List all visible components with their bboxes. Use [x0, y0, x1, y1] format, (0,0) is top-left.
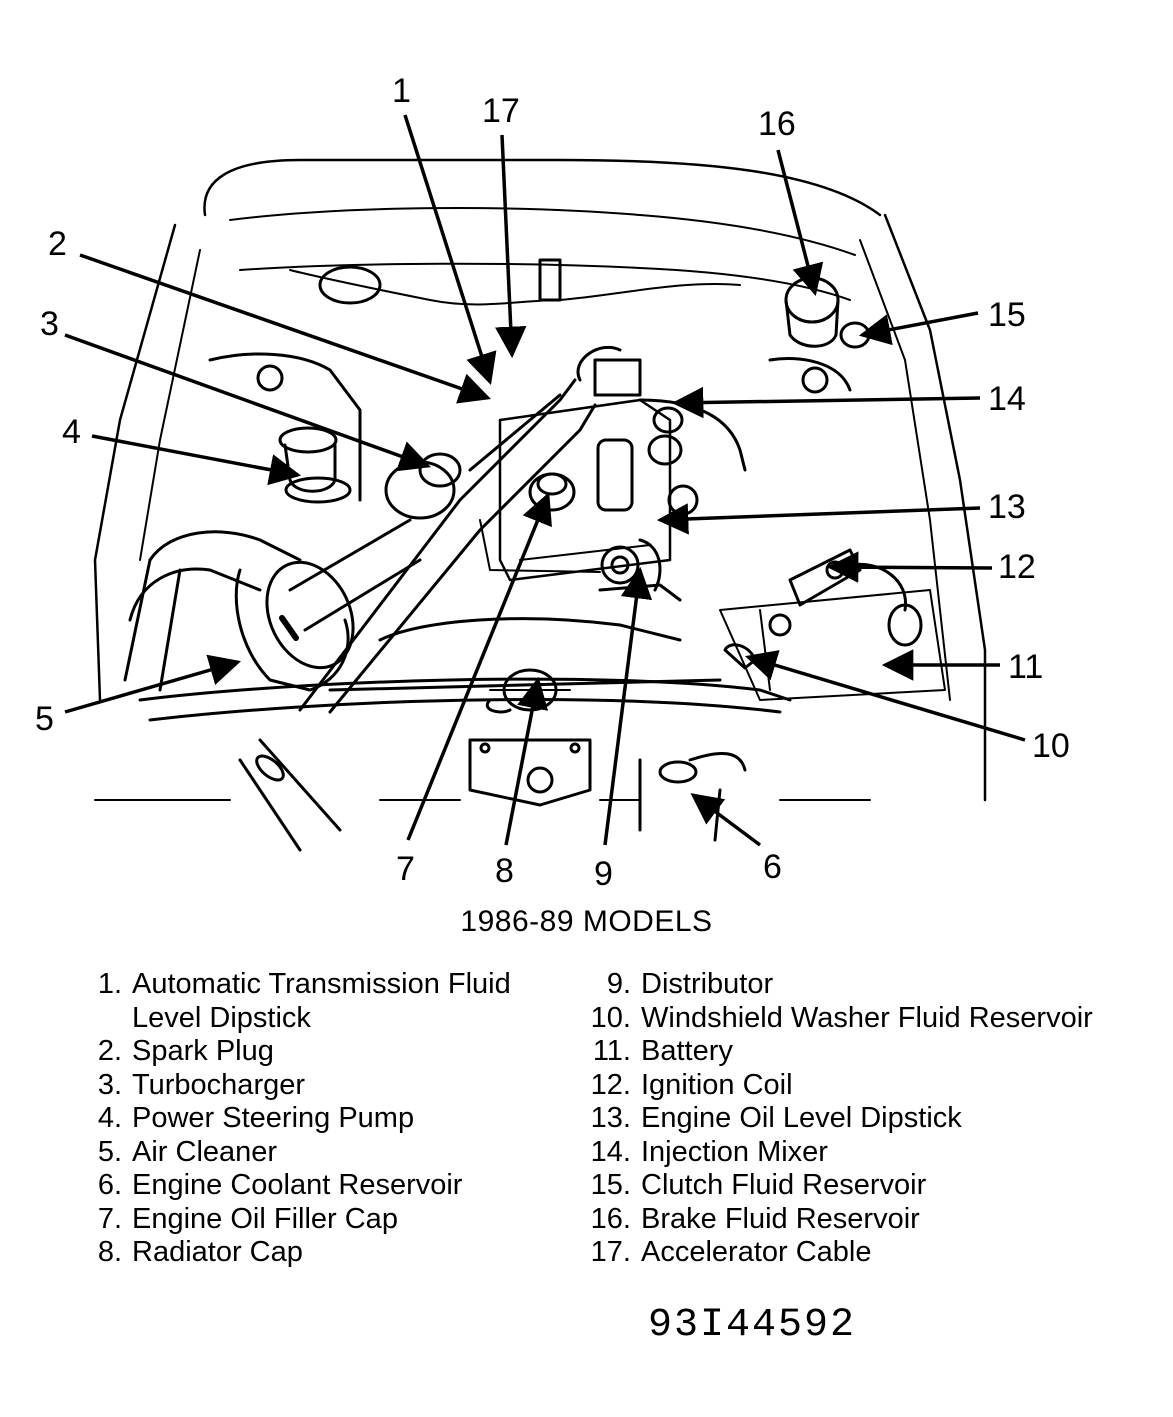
legend-number: 15. — [590, 1169, 631, 1201]
legend-label: Engine Oil Filler Cap — [132, 1202, 398, 1235]
legend-label: Automatic Transmission Fluid Level Dipst… — [132, 968, 511, 1034]
legend-label: Engine Coolant Reservoir — [132, 1169, 463, 1201]
legend-item: 3. Turbocharger — [90, 1069, 511, 1103]
leader-lines — [64, 114, 1026, 847]
legend-number: 16. — [590, 1202, 631, 1235]
callout-13: 13 — [988, 488, 1026, 526]
leader-10 — [744, 650, 1026, 742]
callout-numbers: 1 17 16 2 15 3 14 4 13 12 11 5 10 7 8 9 … — [35, 72, 1070, 893]
legend-item: 2. Spark Plug — [90, 1035, 511, 1069]
callout-11: 11 — [1008, 648, 1043, 686]
legend-label: Turbocharger — [132, 1068, 306, 1101]
callout-10: 10 — [1032, 727, 1070, 765]
legend-number: 8. — [97, 1236, 122, 1268]
leader-16 — [776, 149, 824, 297]
legend-item: 13. Engine Oil Level Dipstick — [585, 1102, 1137, 1136]
legend-number: 10. — [590, 1001, 631, 1034]
legend-label: Engine Oil Level Dipstick — [641, 1102, 962, 1134]
legend-item: 4. Power Steering Pump — [90, 1102, 511, 1136]
legend-number: 7. — [97, 1202, 122, 1235]
figure-id: 93I44592 — [648, 1303, 857, 1348]
legend-number: 14. — [590, 1135, 631, 1168]
legend-item: 16. Brake Fluid Reservoir — [585, 1203, 1137, 1237]
legend-item: 12. Ignition Coil — [585, 1069, 1137, 1103]
legend-item: 15. Clutch Fluid Reservoir — [585, 1169, 1137, 1203]
legend-item: 1. Automatic Transmission Fluid Level Dip… — [90, 968, 511, 1035]
legend-column-left: 1. Automatic Transmission Fluid Level Dip… — [90, 968, 511, 1270]
legend-number: 4. — [97, 1102, 122, 1134]
leader-4 — [91, 434, 302, 486]
legend-label: Accelerator Cable — [641, 1236, 872, 1268]
leader-2 — [79, 253, 491, 404]
callout-1: 1 — [392, 72, 411, 110]
leader-12 — [826, 551, 993, 583]
legend-label: Clutch Fluid Reservoir — [641, 1169, 927, 1201]
legend-item: 11. Battery — [585, 1035, 1137, 1069]
leader-17 — [494, 134, 527, 359]
callout-16: 16 — [758, 105, 796, 143]
engine-line-art — [93, 158, 987, 852]
callout-5: 5 — [35, 700, 54, 738]
legend-item: 8. Radiator Cap — [90, 1236, 511, 1270]
legend-item: 10. Windshield Washer Fluid Reservoir — [585, 1002, 1137, 1036]
legend-number: 3. — [97, 1068, 122, 1101]
legend-item: 7. Engine Oil Filler Cap — [90, 1203, 511, 1237]
callout-3: 3 — [40, 305, 59, 343]
legend-label: Air Cleaner — [132, 1135, 278, 1168]
legend-item: 5. Air Cleaner — [90, 1136, 511, 1170]
callout-14: 14 — [988, 380, 1026, 418]
leader-7 — [406, 492, 552, 841]
callout-17: 17 — [482, 92, 520, 130]
legend-label: Radiator Cap — [132, 1236, 303, 1268]
leader-9 — [603, 566, 653, 846]
legend-column-right: 9. Distributor 10. Windshield Washer Fluid… — [585, 968, 1137, 1270]
legend-label: Brake Fluid Reservoir — [641, 1202, 920, 1235]
legend-number: 11. — [592, 1035, 631, 1067]
callout-8: 8 — [495, 852, 514, 890]
legend-label: Battery — [641, 1035, 733, 1067]
callout-9: 9 — [594, 855, 613, 893]
leader-3 — [64, 333, 431, 472]
callout-12: 12 — [998, 548, 1036, 586]
callout-6: 6 — [763, 848, 782, 886]
leader-13 — [656, 503, 981, 535]
callout-15: 15 — [988, 296, 1026, 334]
figure-caption: 1986-89 MODELS — [460, 905, 713, 938]
leader-8 — [504, 676, 549, 846]
legend-number: 1. — [97, 968, 122, 1000]
legend-label: Power Steering Pump — [132, 1102, 415, 1134]
legend-item: 6. Engine Coolant Reservoir — [90, 1169, 511, 1203]
legend-label: Distributor — [641, 968, 774, 1000]
engine-compartment-illustration: 1 17 16 2 15 3 14 4 13 12 11 5 10 7 8 9 … — [35, 72, 1070, 893]
legend-item: 9. Distributor — [585, 968, 1137, 1002]
callout-7: 7 — [396, 850, 415, 888]
legend-number: 13. — [590, 1102, 631, 1134]
leader-14 — [671, 386, 981, 419]
legend-number: 9. — [606, 968, 631, 1000]
legend-item: 17. Accelerator Cable — [585, 1236, 1137, 1270]
legend-item: 14. Injection Mixer — [585, 1136, 1137, 1170]
callout-4: 4 — [62, 413, 81, 451]
legend-label: Spark Plug — [132, 1035, 274, 1067]
leader-15 — [858, 311, 979, 346]
legend-number: 6. — [97, 1169, 122, 1201]
legend-number: 2. — [97, 1035, 122, 1067]
legend-label: Injection Mixer — [641, 1135, 828, 1168]
leader-1 — [403, 114, 497, 386]
leader-6 — [690, 793, 762, 847]
legend-label: Windshield Washer Fluid Reservoir — [641, 1001, 1093, 1034]
legend-number: 17. — [590, 1236, 631, 1268]
legend-label: Ignition Coil — [641, 1068, 793, 1101]
legend-number: 5. — [97, 1135, 122, 1168]
legend-number: 12. — [590, 1068, 631, 1101]
leader-5 — [64, 654, 242, 714]
callout-2: 2 — [48, 225, 67, 263]
